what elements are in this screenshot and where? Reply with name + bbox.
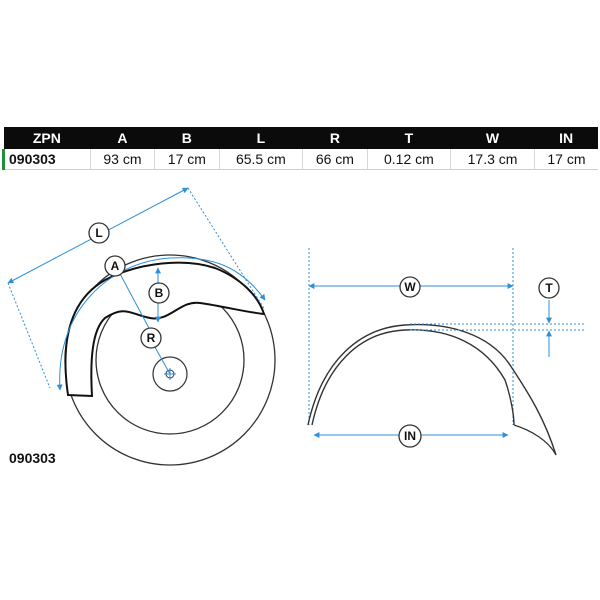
dimension-l-ext1 <box>7 282 51 389</box>
front-view: W IN T <box>307 248 585 456</box>
dimension-l-ext2 <box>187 187 266 311</box>
table-row: 090303 93 cm 17 cm 65.5 cm 66 cm 0.12 cm… <box>2 149 598 170</box>
label-a: A <box>111 259 120 273</box>
label-in: IN <box>404 429 416 443</box>
label-b-badge: B <box>148 282 170 304</box>
col-t: T <box>367 127 451 149</box>
col-a: A <box>90 127 155 149</box>
cell-zpn: 090303 <box>2 149 91 170</box>
cell-a: 93 cm <box>90 149 156 170</box>
label-l: L <box>95 226 102 240</box>
cell-l: 65.5 cm <box>219 149 304 170</box>
fender-profile-tail <box>513 424 557 456</box>
spec-header-row: ZPN A B L R T W IN <box>3 127 598 149</box>
label-a-badge: A <box>104 255 126 277</box>
cell-in: 17 cm <box>534 149 598 170</box>
col-w: W <box>450 127 535 149</box>
dimension-a <box>56 257 266 391</box>
label-w-badge: W <box>399 276 421 298</box>
cell-r: 66 cm <box>302 149 368 170</box>
col-l: L <box>219 127 303 149</box>
label-in-badge: IN <box>398 424 422 448</box>
label-t-badge: T <box>538 277 560 299</box>
fender-outline <box>64 261 266 398</box>
label-l-badge: L <box>88 222 110 244</box>
fender-profile-outer <box>307 323 557 456</box>
dimension-a-leader <box>117 269 151 331</box>
cell-b: 17 cm <box>154 149 220 170</box>
part-number-label: 090303 <box>9 450 56 466</box>
label-b: B <box>155 286 164 300</box>
label-t: T <box>545 281 553 295</box>
spec-table: ZPN A B L R T W IN 090303 93 cm 17 cm 65… <box>2 127 598 170</box>
fender-profile-inner <box>311 329 515 426</box>
col-in: IN <box>534 127 598 149</box>
col-r: R <box>302 127 368 149</box>
col-zpn: ZPN <box>3 127 91 149</box>
cell-w: 17.3 cm <box>450 149 535 170</box>
col-b: B <box>154 127 220 149</box>
side-view: L A B R <box>7 187 276 466</box>
label-r-badge: R <box>140 327 162 349</box>
label-r: R <box>147 331 156 345</box>
label-w: W <box>404 280 416 294</box>
cell-t: 0.12 cm <box>367 149 452 170</box>
